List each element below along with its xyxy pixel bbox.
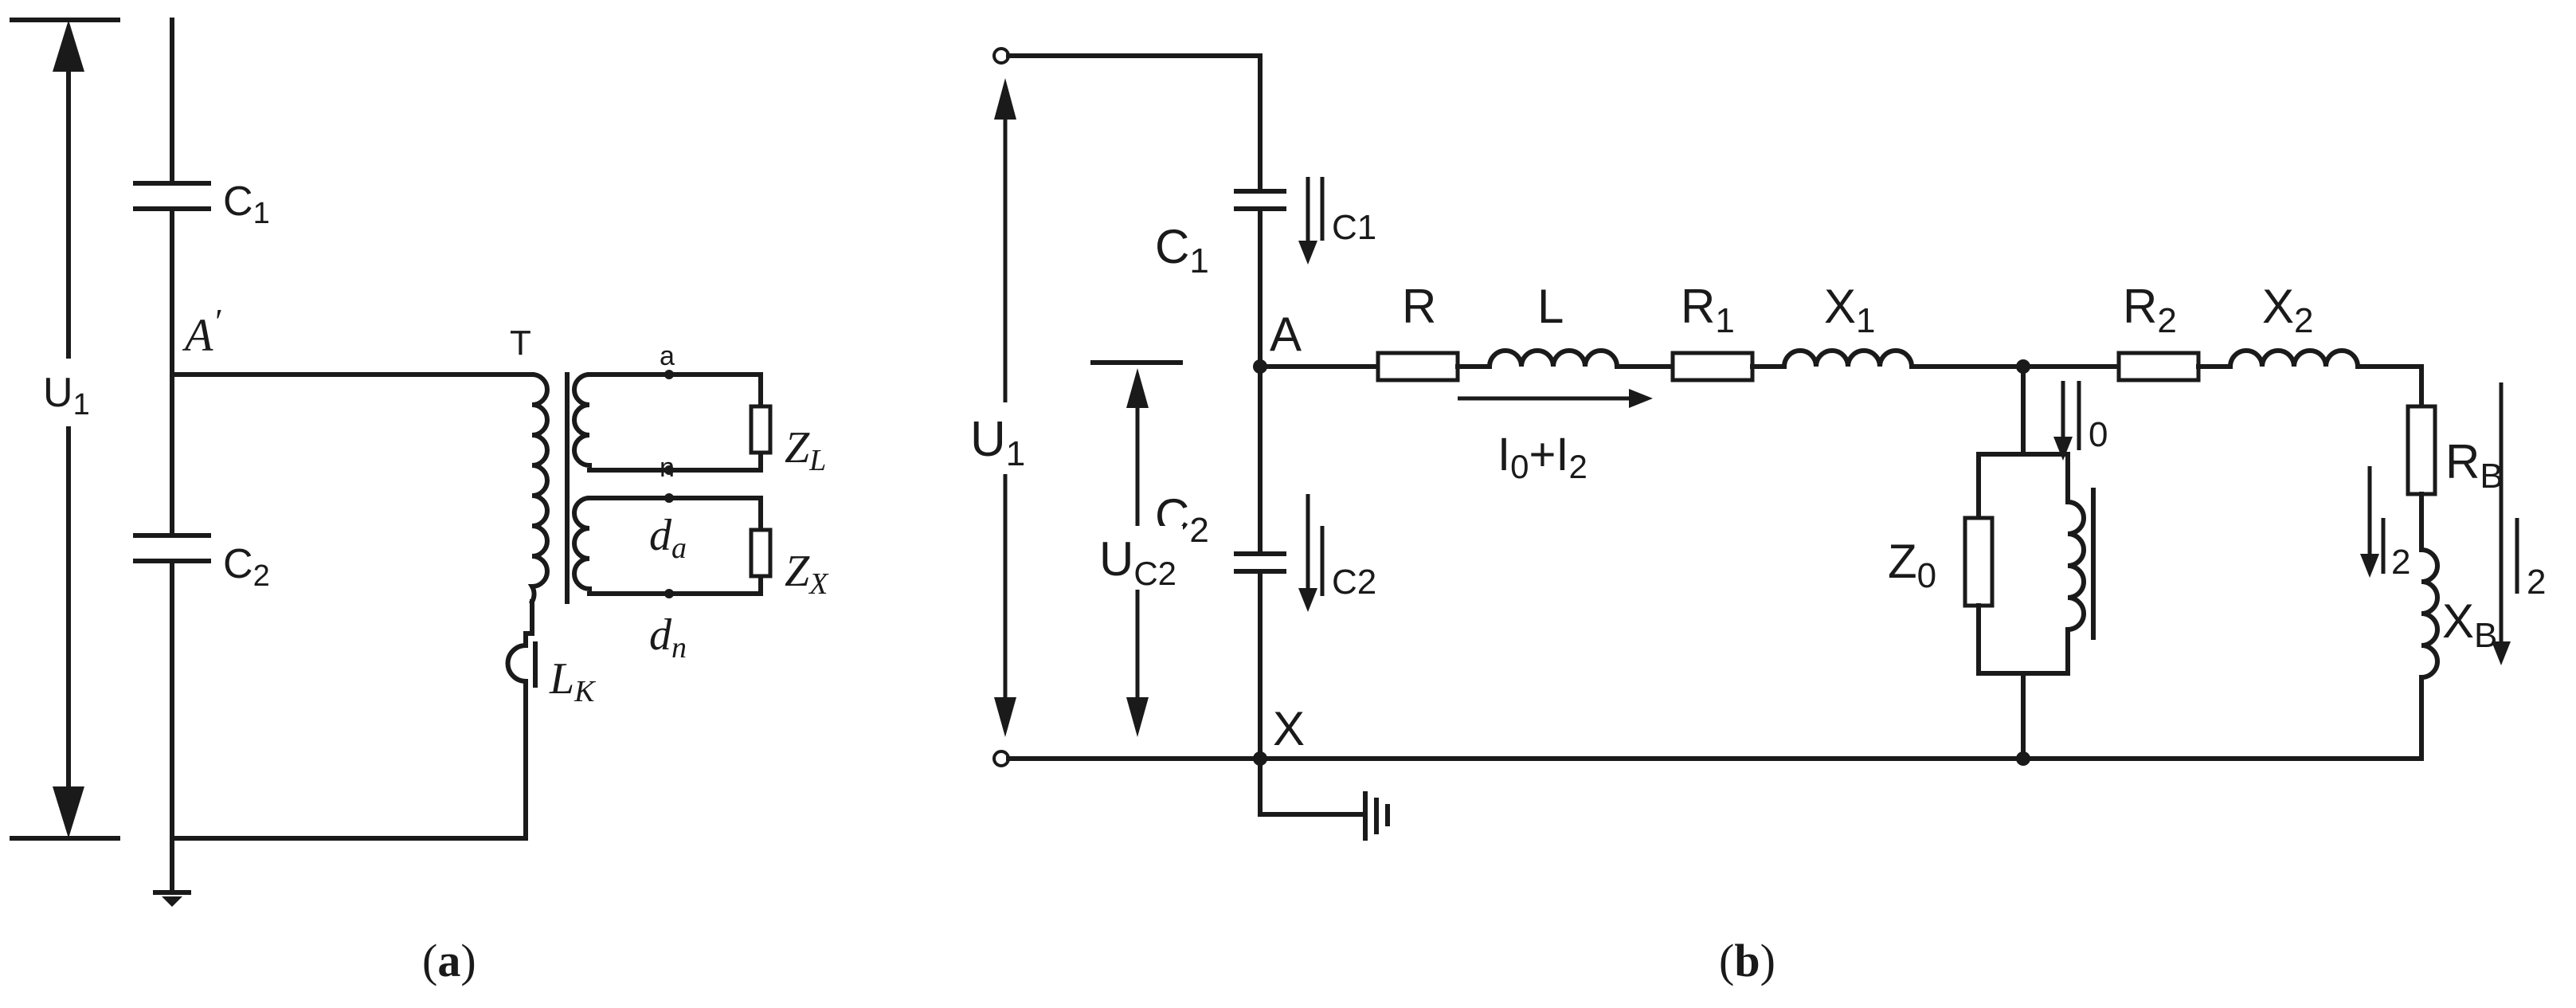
svg-text:R1: R1 (1681, 280, 1735, 340)
label-lk: L (549, 654, 574, 704)
svg-text:LK: LK (549, 654, 596, 708)
label-a-terminal: a (660, 341, 675, 371)
label-u1-a: U (43, 370, 73, 416)
svg-text:Z0: Z0 (1888, 535, 1936, 595)
label-u2: 2 (2527, 563, 2546, 602)
u1-measure-a: U1 (10, 18, 120, 841)
label-i0: 0 (2089, 415, 2108, 454)
resistor-r2 (2116, 351, 2201, 382)
capacitor-c2-b: C2 C2 (1155, 489, 1376, 761)
label-xb: X (2442, 594, 2474, 648)
svg-text:ZX: ZX (785, 547, 829, 601)
svg-text:I0+I2: I0+I2 (1497, 429, 1587, 485)
label-n-terminal: n (660, 453, 675, 483)
svg-text:XB: XB (2442, 594, 2497, 655)
label-x1: X (1824, 280, 1856, 333)
arrow-head-up (53, 20, 84, 72)
label-a-prime: A (182, 309, 213, 361)
label-r: R (1402, 280, 1436, 333)
label-node-x: X (1273, 702, 1305, 755)
shunt-branch-z0: Z0 0 (1888, 364, 2108, 761)
panel-b: U1 C1 C1 A R L R1 X1 R2 (970, 47, 2546, 986)
capacitor-c1-b: C1 C1 (1155, 177, 1376, 369)
label-c2-a: C (223, 541, 253, 587)
reactor-lk: LK (505, 599, 596, 708)
resistor-r1 (1670, 351, 1755, 382)
svg-text:ZL: ZL (785, 423, 826, 477)
caption-b: b (1734, 935, 1760, 986)
label-zl: Z (785, 423, 810, 473)
label-c1-a: C (223, 178, 253, 225)
resistor-rb (2406, 404, 2437, 496)
svg-text:U1: U1 (970, 412, 1025, 473)
label-ic2: C2 (1332, 563, 1376, 602)
panel-a: U1 C1 C2 A′ T (10, 18, 829, 986)
caption-a: a (437, 935, 460, 986)
label-z0: Z (1888, 535, 1917, 588)
inductor-x1 (1781, 348, 1915, 370)
svg-text:X1: X1 (1824, 280, 1876, 340)
label-r1: R (1681, 280, 1715, 333)
label-r2: R (2123, 280, 2157, 333)
svg-text:dn: dn (649, 610, 687, 665)
arrow-head-down (53, 786, 84, 838)
label-rb: R (2445, 435, 2480, 488)
load-zx (749, 528, 773, 579)
svg-text:da: da (649, 511, 687, 565)
label-i0-plus-i2: I (1497, 429, 1510, 480)
svg-text:C2: C2 (223, 541, 270, 593)
inductor-xb (2418, 547, 2440, 680)
svg-text:C1: C1 (1155, 220, 1209, 280)
label-da: d (649, 511, 672, 560)
capacitor-column-a: C1 C2 A′ (133, 18, 270, 907)
svg-text:(a): (a) (422, 935, 476, 986)
uc2-measure: UC2 (1090, 360, 1183, 737)
label-zx: Z (785, 547, 810, 596)
load-branch: RB XB 2 2 (2360, 364, 2546, 761)
svg-text:UC2: UC2 (1099, 532, 1176, 592)
label-t: T (510, 324, 531, 363)
inductor-l (1486, 348, 1620, 370)
svg-text:X2: X2 (2262, 280, 2314, 340)
label-x2: X (2262, 280, 2294, 333)
label-node-a: A (1270, 308, 1302, 361)
svg-text:(b): (b) (1719, 935, 1775, 986)
u1-measure-b: U1 (970, 78, 1037, 737)
label-i2: 2 (2391, 543, 2410, 582)
label-c1-b: C (1155, 220, 1189, 273)
svg-text:RB: RB (2445, 435, 2504, 496)
label-l: L (1537, 280, 1564, 333)
label-u1-b: U (970, 412, 1006, 467)
ground-icon (1258, 756, 1390, 841)
impedance-z0 (1963, 516, 1995, 608)
resistor-r (1376, 351, 1460, 382)
transformer-t: T a n da dn ZL ZX (510, 324, 829, 665)
svg-text:R2: R2 (2123, 280, 2177, 340)
load-zl (749, 404, 773, 455)
label-dn: d (649, 610, 672, 660)
svg-text:A′: A′ (182, 302, 221, 361)
inductor-x2 (2227, 348, 2361, 370)
svg-text:C1: C1 (223, 178, 270, 230)
label-ic1: C1 (1332, 208, 1376, 247)
svg-text:U1: U1 (43, 370, 90, 422)
ground-icon (153, 890, 191, 907)
label-uc2: U (1099, 532, 1133, 586)
